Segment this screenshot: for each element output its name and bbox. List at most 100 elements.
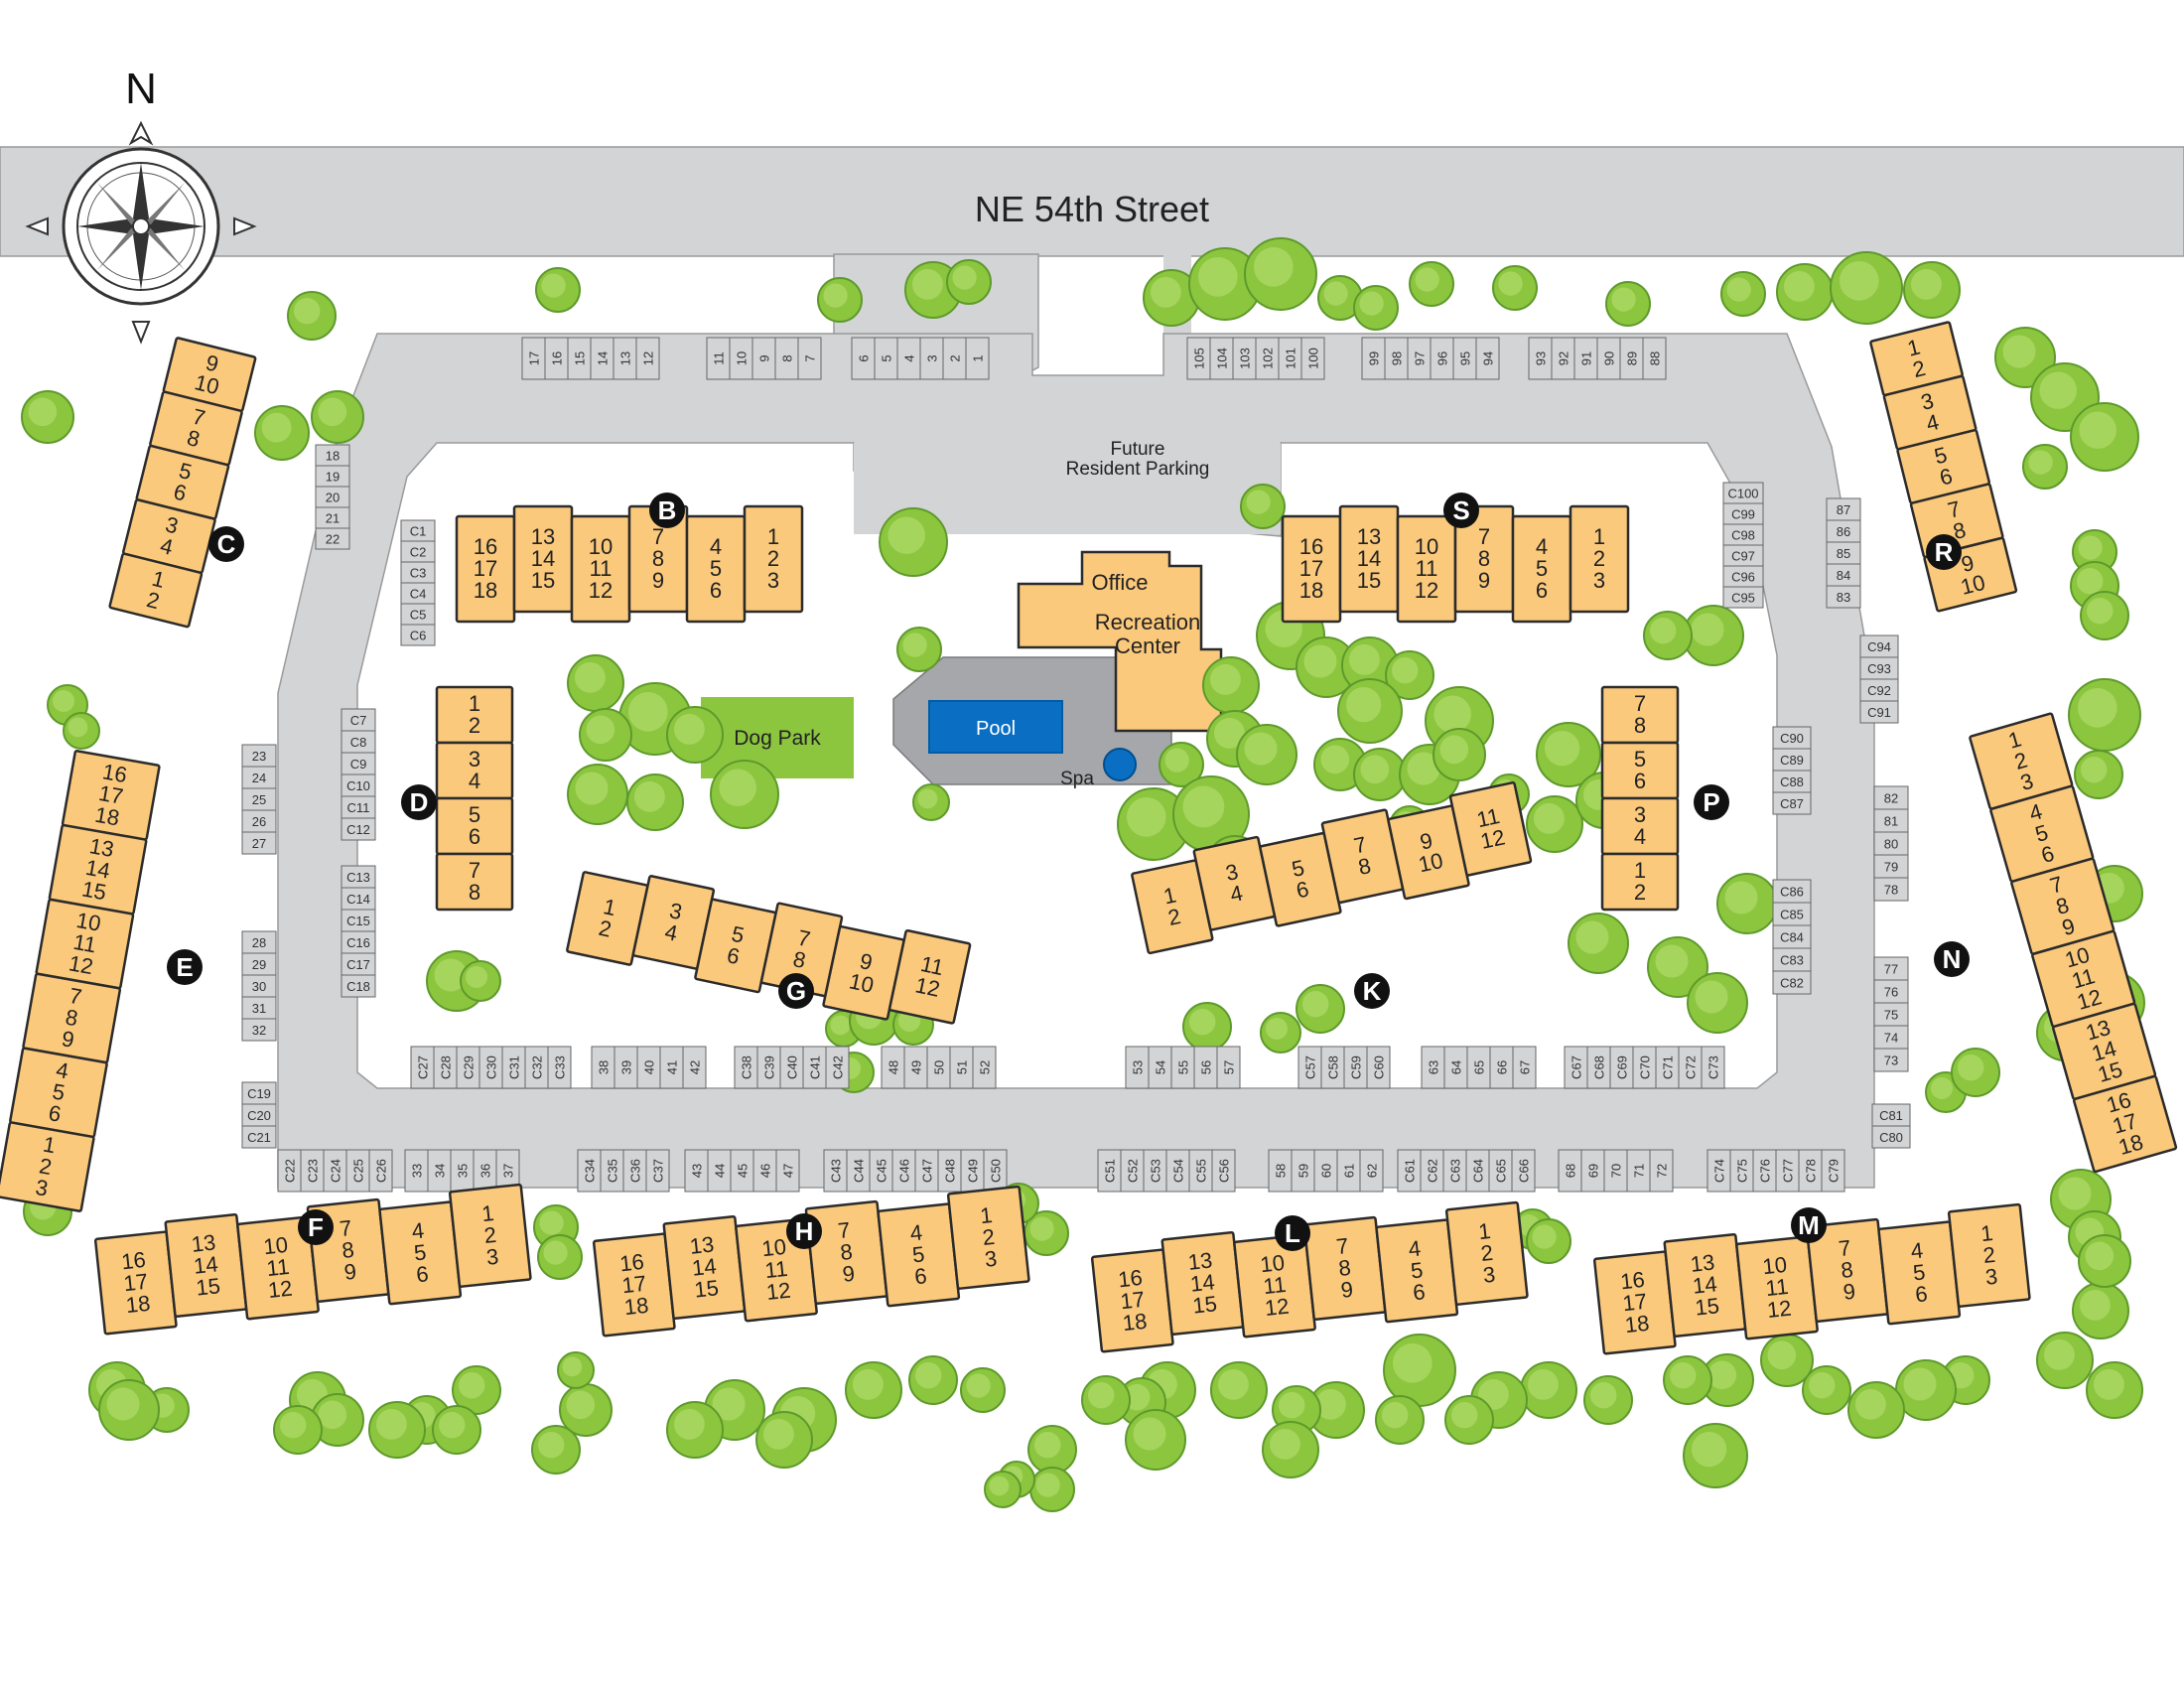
tree — [1409, 261, 1454, 307]
unit-number: 11 — [1474, 803, 1502, 832]
parking-stall-number: C41 — [808, 1055, 823, 1079]
unit-stack: 56 — [694, 898, 777, 994]
parking-stall: 85 — [1826, 541, 1861, 565]
parking-stall: 38 — [591, 1046, 615, 1089]
unit-number: 16 — [1619, 1267, 1646, 1294]
unit-number: 18 — [125, 1291, 152, 1318]
unit-number: 7 — [1634, 691, 1646, 716]
tree — [845, 1361, 902, 1419]
parking-stall-number: C32 — [530, 1055, 545, 1079]
parking-stall-number: 47 — [781, 1164, 796, 1178]
tree — [1716, 873, 1778, 934]
parking-stall-number: 105 — [1192, 348, 1207, 369]
parking-stall-number: C100 — [1727, 487, 1758, 501]
parking-stall: 93 — [1528, 337, 1553, 380]
parking-stall: C4 — [400, 582, 436, 605]
unit-number: 4 — [1407, 1235, 1422, 1261]
unit-number: 6 — [1937, 464, 1955, 491]
parking-stall-number: 60 — [1319, 1164, 1334, 1178]
parking-stall-number: 94 — [1481, 352, 1496, 365]
parking-stall-number: C35 — [606, 1159, 620, 1183]
parking-stall: C52 — [1120, 1149, 1145, 1193]
unit-stack: 56 — [435, 796, 514, 856]
unit-number: 7 — [1351, 832, 1368, 859]
parking-stall: C97 — [1722, 544, 1764, 567]
parking-stall: C48 — [937, 1149, 962, 1193]
tree — [1262, 1421, 1319, 1478]
tree — [1260, 1012, 1301, 1054]
parking-stall: C42 — [825, 1046, 850, 1089]
unit-number: 8 — [185, 425, 203, 452]
tree — [1687, 972, 1748, 1034]
parking-stall-number: 51 — [955, 1060, 970, 1074]
tree — [912, 783, 950, 821]
unit-number: 17 — [1299, 556, 1323, 581]
parking-stall: C23 — [300, 1149, 325, 1193]
unit-number: 15 — [1357, 568, 1381, 593]
parking-stall-number: 26 — [252, 814, 266, 829]
unit-number: 7 — [652, 524, 664, 549]
building-letter: L — [1285, 1218, 1300, 1248]
parking-stall-number: C75 — [1735, 1159, 1750, 1183]
parking-stall: 31 — [241, 996, 277, 1020]
tree — [2072, 1282, 2129, 1339]
parking-stall-number: 69 — [1586, 1164, 1601, 1178]
unit-number: 8 — [1840, 1257, 1854, 1283]
building-letter: K — [1363, 976, 1382, 1006]
unit-number: 12 — [67, 950, 94, 979]
unit-number: 12 — [589, 578, 613, 603]
parking-stall-number: C66 — [1517, 1159, 1532, 1183]
parking-stall: C12 — [341, 817, 376, 841]
building-label-badge: C — [208, 526, 244, 562]
parking-stall: C22 — [277, 1149, 302, 1193]
parking-stall-number: C20 — [247, 1108, 271, 1123]
parking-stall-number: 9 — [757, 354, 772, 361]
unit-number: 5 — [177, 458, 195, 485]
unit-number: 6 — [1634, 769, 1646, 793]
tree — [1520, 1361, 1577, 1419]
parking-stall: C68 — [1586, 1046, 1611, 1089]
tree — [1526, 795, 1583, 853]
unit-number: 11 — [918, 951, 946, 980]
parking-stall-number: 43 — [690, 1164, 705, 1178]
unit-number: 17 — [122, 1269, 149, 1296]
building-label-badge: E — [167, 949, 203, 985]
parking-stall: C55 — [1188, 1149, 1213, 1193]
parking-stall-number: 21 — [326, 511, 340, 526]
parking-stall: 77 — [1873, 956, 1909, 981]
unit-number: 7 — [1838, 1235, 1852, 1261]
parking-stall: C26 — [368, 1149, 393, 1193]
tree — [535, 267, 581, 313]
unit-number: 8 — [1337, 1255, 1352, 1281]
parking-stall-number: 32 — [252, 1023, 266, 1038]
unit-number: 3 — [34, 1175, 50, 1201]
parking-stall: C73 — [1701, 1046, 1725, 1089]
unit-stack: 789 — [2010, 857, 2116, 955]
building-label-badge: D — [401, 784, 437, 820]
parking-stall-number: 57 — [1222, 1060, 1237, 1074]
unit-number: 6 — [1295, 877, 1311, 904]
parking-stall-number: C92 — [1867, 683, 1891, 698]
unit-stack: 456 — [9, 1047, 108, 1139]
parking-stall-number: C93 — [1867, 661, 1891, 676]
tree — [1385, 650, 1434, 700]
unit-number: 5 — [1932, 442, 1950, 469]
parking-stall-number: C91 — [1867, 705, 1891, 720]
parking-stall-number: C18 — [346, 979, 370, 994]
unit-number: 15 — [693, 1275, 720, 1302]
parking-stall: 29 — [241, 952, 277, 976]
unit-number: 10 — [1415, 534, 1438, 559]
unit-stack: 123 — [448, 1183, 532, 1288]
tree — [1663, 1355, 1712, 1405]
unit-number: 3 — [984, 1246, 999, 1272]
compass-south-arrow — [131, 321, 151, 345]
tree — [1240, 484, 1286, 529]
parking-stall-number: 64 — [1449, 1060, 1464, 1074]
parking-stall: C31 — [501, 1046, 526, 1089]
unit-number: 3 — [767, 568, 779, 593]
unit-stack: 12 — [108, 552, 204, 629]
